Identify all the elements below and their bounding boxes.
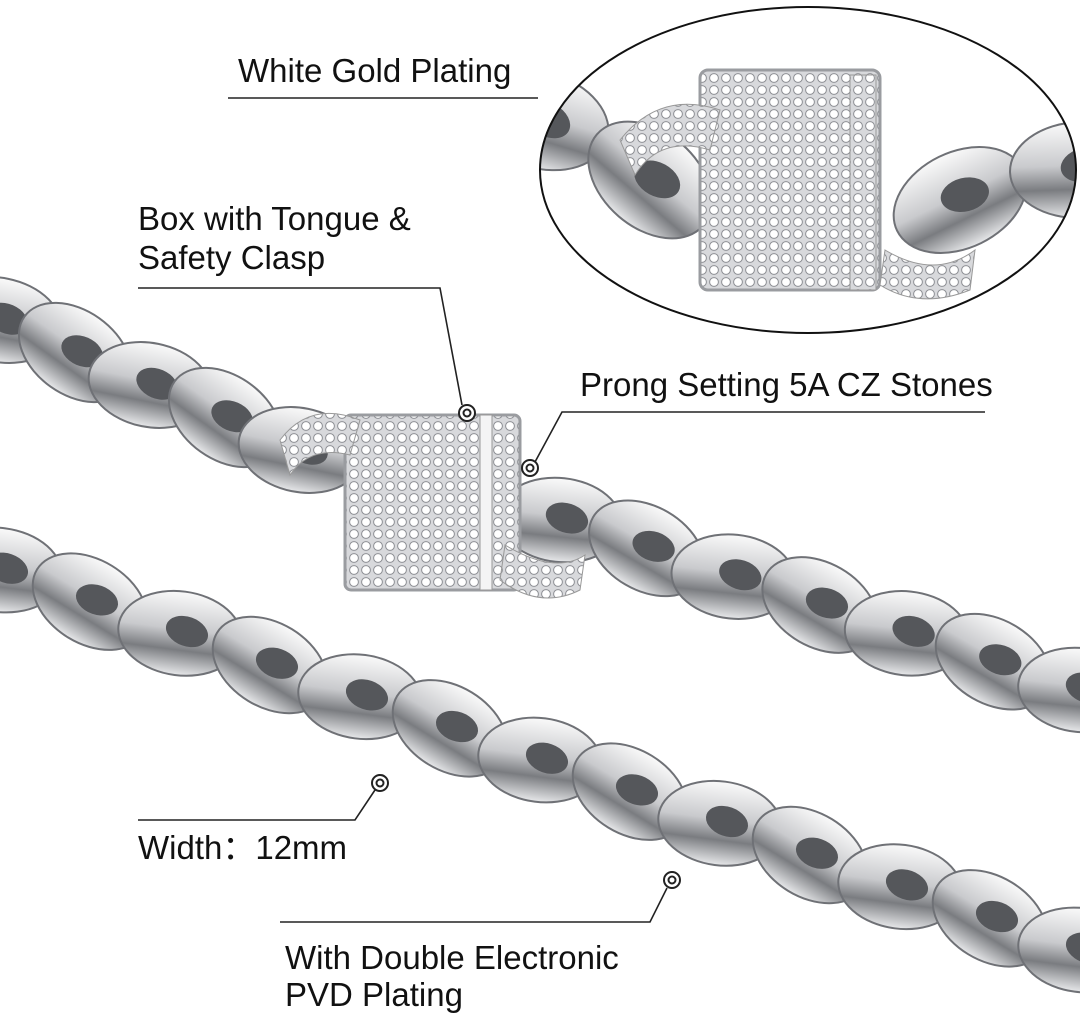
label-pvd-line2: PVD Plating (285, 976, 463, 1013)
label-clasp-line1: Box with Tongue & (138, 200, 411, 237)
chain-link (1017, 646, 1080, 734)
label-pvd-line1: With Double Electronic (285, 939, 619, 976)
chain-link-gap (1060, 147, 1076, 183)
callout-markers (371, 404, 681, 889)
chain-link-gap (435, 710, 479, 743)
chain-link-gap (255, 647, 299, 679)
detail-inset (539, 6, 1077, 334)
chain-link-gap (545, 502, 589, 534)
chain-link-gap (632, 530, 675, 562)
chain-link-gap (615, 774, 659, 806)
chain-link-gap (940, 177, 989, 213)
chain-link-gap (705, 805, 749, 838)
chain-link-gap (719, 559, 762, 591)
clasp (279, 412, 586, 599)
chain-link-gap (795, 837, 839, 869)
chain-link-gap (211, 400, 253, 433)
chain-link-gap (979, 644, 1022, 676)
chain-link-gap (345, 679, 389, 711)
chain-link-gap (0, 302, 28, 335)
chain-link (1017, 906, 1080, 994)
chain-link-gap (1065, 932, 1080, 964)
chain-link-gap (805, 587, 849, 619)
chain-link-gap (61, 335, 103, 368)
label-clasp-line2: Safety Clasp (138, 239, 326, 276)
label-white-gold-plating: White Gold Plating (238, 52, 512, 89)
chain-link-gap (975, 900, 1019, 933)
chain-link-gap (75, 584, 119, 616)
chain-link-gap (525, 742, 569, 774)
chain-link-gap (165, 615, 209, 648)
chain-link-gap (885, 869, 929, 901)
chain-link-gap (892, 615, 935, 647)
chain-link-gap (0, 552, 29, 584)
chain-link-gap (136, 367, 178, 400)
label-prong-setting: Prong Setting 5A CZ Stones (580, 366, 993, 403)
callout-lines (138, 97, 985, 923)
chain-link (1009, 120, 1076, 220)
label-width: Width：12mm (138, 829, 348, 866)
chain-link-gap (1065, 672, 1080, 704)
chain-link-gap (634, 160, 681, 199)
